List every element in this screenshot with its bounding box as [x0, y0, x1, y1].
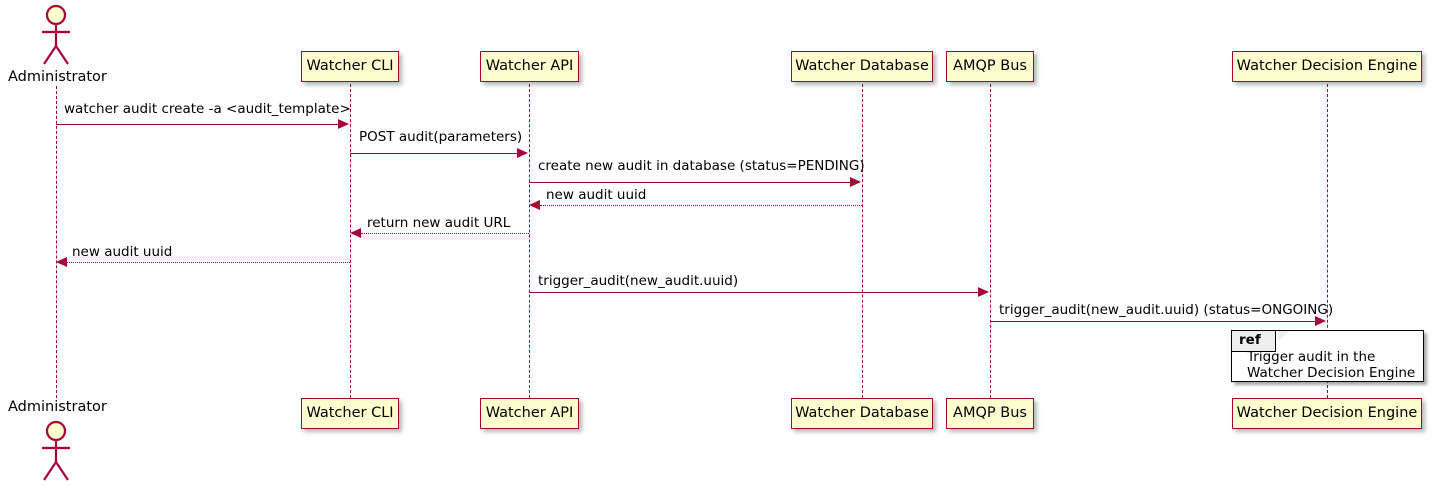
participant-label-watcher-decision-engine-bottom: Watcher Decision Engine [1236, 405, 1418, 422]
lifeline-watcher-database [862, 84, 863, 398]
message-arrowhead-m4 [529, 200, 540, 210]
message-line-m4 [540, 205, 862, 206]
participant-box-watcher-api-top[interactable]: Watcher API [480, 51, 579, 82]
ref-fragment: ref [1231, 330, 1424, 382]
participant-box-watcher-decision-engine-bottom[interactable]: Watcher Decision Engine [1232, 398, 1422, 429]
lifeline-amqp-bus [990, 84, 991, 398]
message-arrowhead-m5 [350, 228, 361, 238]
message-line-m8 [990, 321, 1316, 322]
ref-fragment-tag-notch [1278, 331, 1289, 342]
message-label-m2: POST audit(parameters) [359, 129, 523, 145]
ref-fragment-text-line2: Watcher Decision Engine [1247, 365, 1416, 381]
ref-fragment-tag: ref [1232, 331, 1276, 352]
message-arrowhead-m1 [338, 119, 349, 129]
ref-fragment-text-line1: Trigger audit in the [1247, 349, 1376, 365]
lifeline-watcher-decision-engine [1327, 84, 1328, 398]
participant-box-watcher-cli-top[interactable]: Watcher CLI [301, 51, 399, 82]
actor-administrator-bottom[interactable] [34, 420, 78, 482]
actor-figure-icon [42, 420, 70, 481]
message-line-m5 [361, 233, 529, 234]
participant-label-watcher-database-top: Watcher Database [795, 58, 929, 75]
message-line-m7 [529, 292, 979, 293]
message-label-m4: new audit uuid [546, 187, 647, 203]
message-label-m1: watcher audit create -a <audit_template> [64, 101, 351, 117]
actor-figure-icon [42, 4, 70, 65]
participant-box-watcher-decision-engine-top[interactable]: Watcher Decision Engine [1232, 51, 1422, 82]
message-line-m3 [529, 182, 851, 183]
lifeline-administrator [56, 86, 57, 398]
message-label-m6: new audit uuid [72, 244, 173, 260]
participant-label-administrator-top: Administrator [8, 69, 107, 85]
participant-label-watcher-cli-bottom: Watcher CLI [306, 405, 394, 422]
lifeline-watcher-api [529, 84, 530, 398]
participant-label-watcher-database-bottom: Watcher Database [795, 405, 929, 422]
message-line-m6 [67, 262, 350, 263]
participant-label-administrator-bottom: Administrator [8, 399, 107, 415]
message-arrowhead-m2 [517, 148, 528, 158]
participant-label-watcher-api-bottom: Watcher API [485, 405, 574, 422]
actor-administrator-top[interactable] [34, 4, 78, 66]
message-label-m8: trigger_audit(new_audit.uuid) (status=ON… [999, 302, 1334, 318]
message-line-m2 [350, 153, 518, 154]
participant-label-amqp-bus-bottom: AMQP Bus [953, 405, 1027, 422]
participant-box-amqp-bus-bottom[interactable]: AMQP Bus [946, 398, 1034, 429]
message-arrowhead-m7 [978, 287, 989, 297]
lifeline-watcher-cli [350, 84, 351, 398]
message-label-m3: create new audit in database (status=PEN… [538, 158, 865, 174]
participant-box-watcher-cli-bottom[interactable]: Watcher CLI [301, 398, 399, 429]
participant-box-watcher-api-bottom[interactable]: Watcher API [480, 398, 579, 429]
message-label-m7: trigger_audit(new_audit.uuid) [538, 273, 739, 289]
message-arrowhead-m6 [56, 257, 67, 267]
participant-box-amqp-bus-top[interactable]: AMQP Bus [946, 51, 1034, 82]
participant-box-watcher-database-bottom[interactable]: Watcher Database [791, 398, 933, 429]
message-label-m5: return new audit URL [367, 215, 511, 231]
participant-label-watcher-api-top: Watcher API [485, 58, 574, 75]
message-line-m1 [56, 124, 339, 125]
participant-label-amqp-bus-top: AMQP Bus [953, 58, 1027, 75]
participant-label-watcher-decision-engine-top: Watcher Decision Engine [1236, 58, 1418, 75]
message-arrowhead-m3 [850, 177, 861, 187]
participant-label-watcher-cli-top: Watcher CLI [306, 58, 394, 75]
participant-box-watcher-database-top[interactable]: Watcher Database [791, 51, 933, 82]
message-arrowhead-m8 [1315, 316, 1326, 326]
